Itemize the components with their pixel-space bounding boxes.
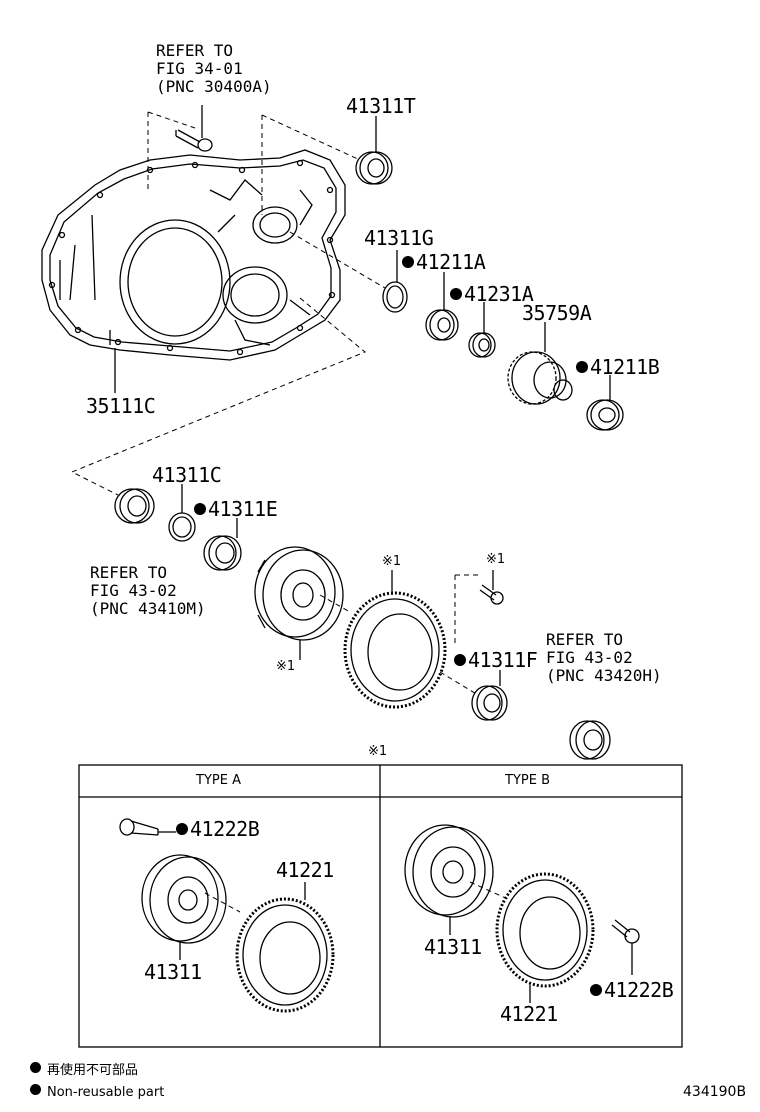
part-label-41211B[interactable]: 41211B	[576, 357, 660, 377]
figure-code: 434190B	[683, 1084, 747, 1100]
part-label-41311G[interactable]: 41311G	[364, 226, 434, 250]
reference-line-2: FIG 34-01	[156, 59, 243, 78]
type-a-label-41311[interactable]: 41311	[144, 960, 202, 984]
dashed-guide-lines	[70, 111, 511, 913]
note-mark-bolt: ※1	[486, 552, 506, 567]
part-label-41311E[interactable]: 41311E	[194, 499, 278, 519]
oil-seal-41311T	[355, 151, 393, 185]
bearing-41211A	[425, 309, 459, 341]
note-mark-ring-gear: ※1	[382, 554, 402, 569]
reference-line-1: REFER TO	[546, 630, 624, 649]
nut-41231A	[468, 332, 496, 358]
reference-fig-34-01: REFER TO FIG 34-01 (PNC 30400A)	[156, 42, 272, 96]
type-a-label-41222B[interactable]: 41222B	[176, 819, 260, 839]
bearing-41311E	[203, 535, 242, 571]
type-b-case	[404, 824, 494, 935]
non-reusable-dot-icon	[194, 503, 206, 515]
part-label-35759A[interactable]: 35759A	[522, 301, 592, 325]
reference-line-1: REFER TO	[156, 41, 234, 60]
reference-line-3: (PNC 43410M)	[90, 599, 206, 618]
type-a-case	[141, 854, 227, 960]
part-label-41311C[interactable]: 41311C	[152, 463, 222, 487]
non-reusable-dot-icon	[402, 256, 414, 268]
part-label-35111C[interactable]: 35111C	[86, 394, 156, 418]
type-a-label-41221[interactable]: 41221	[276, 858, 334, 882]
type-b-label-41222B[interactable]: 41222B	[590, 980, 674, 1000]
legend-english: Non-reusable part	[30, 1084, 164, 1101]
oil-seal-43-02-left	[114, 488, 155, 524]
legend-japanese: 再使用不可部品	[30, 1062, 138, 1079]
note-mark-table: ※1	[368, 744, 388, 759]
non-reusable-dot-icon	[590, 984, 602, 996]
differential-case-upper	[254, 546, 344, 660]
small-bolt-upper	[479, 570, 504, 605]
non-reusable-dot-icon	[30, 1084, 41, 1095]
reference-fig-43-02-pnc-43420H: REFER TO FIG 43-02 (PNC 43420H)	[546, 631, 662, 685]
part-label-41311F[interactable]: 41311F	[454, 650, 538, 670]
type-b-label-41311[interactable]: 41311	[424, 935, 482, 959]
type-a-ring-gear	[235, 882, 335, 1013]
reference-line-3: (PNC 43420H)	[546, 666, 662, 685]
gear-35759A	[507, 351, 573, 405]
ring-41311C	[168, 512, 196, 542]
type-a-bolt	[119, 818, 176, 836]
ring-gear-upper	[343, 591, 447, 709]
housing-bolt-drawing	[175, 105, 213, 152]
part-label-41211A[interactable]: 41211A	[402, 252, 486, 272]
non-reusable-dot-icon	[576, 361, 588, 373]
part-label-41311T[interactable]: 41311T	[346, 94, 416, 118]
table-header-type-a: TYPE A	[196, 773, 241, 788]
non-reusable-dot-icon	[30, 1062, 41, 1073]
reference-line-2: FIG 43-02	[90, 581, 177, 600]
reference-line-1: REFER TO	[90, 563, 168, 582]
part-label-41231A[interactable]: 41231A	[450, 284, 534, 304]
ring-41311G	[382, 281, 408, 313]
bearing-41311F	[471, 685, 508, 721]
oil-seal-43-02-right	[569, 720, 611, 760]
bearing-41211B	[586, 399, 624, 431]
reference-fig-43-02-pnc-43410M: REFER TO FIG 43-02 (PNC 43410M)	[90, 564, 206, 618]
leader-lines	[181, 116, 611, 686]
transaxle-housing-drawing	[41, 149, 346, 393]
type-b-ring-gear	[495, 872, 595, 1003]
non-reusable-dot-icon	[450, 288, 462, 300]
type-b-bolt	[611, 919, 640, 975]
variant-table-frame	[78, 764, 683, 1048]
type-b-label-41221[interactable]: 41221	[500, 1002, 558, 1026]
note-mark-case: ※1	[276, 659, 296, 674]
non-reusable-dot-icon	[176, 823, 188, 835]
non-reusable-dot-icon	[454, 654, 466, 666]
reference-line-2: FIG 43-02	[546, 648, 633, 667]
reference-line-3: (PNC 30400A)	[156, 77, 272, 96]
table-header-type-b: TYPE B	[505, 773, 550, 788]
